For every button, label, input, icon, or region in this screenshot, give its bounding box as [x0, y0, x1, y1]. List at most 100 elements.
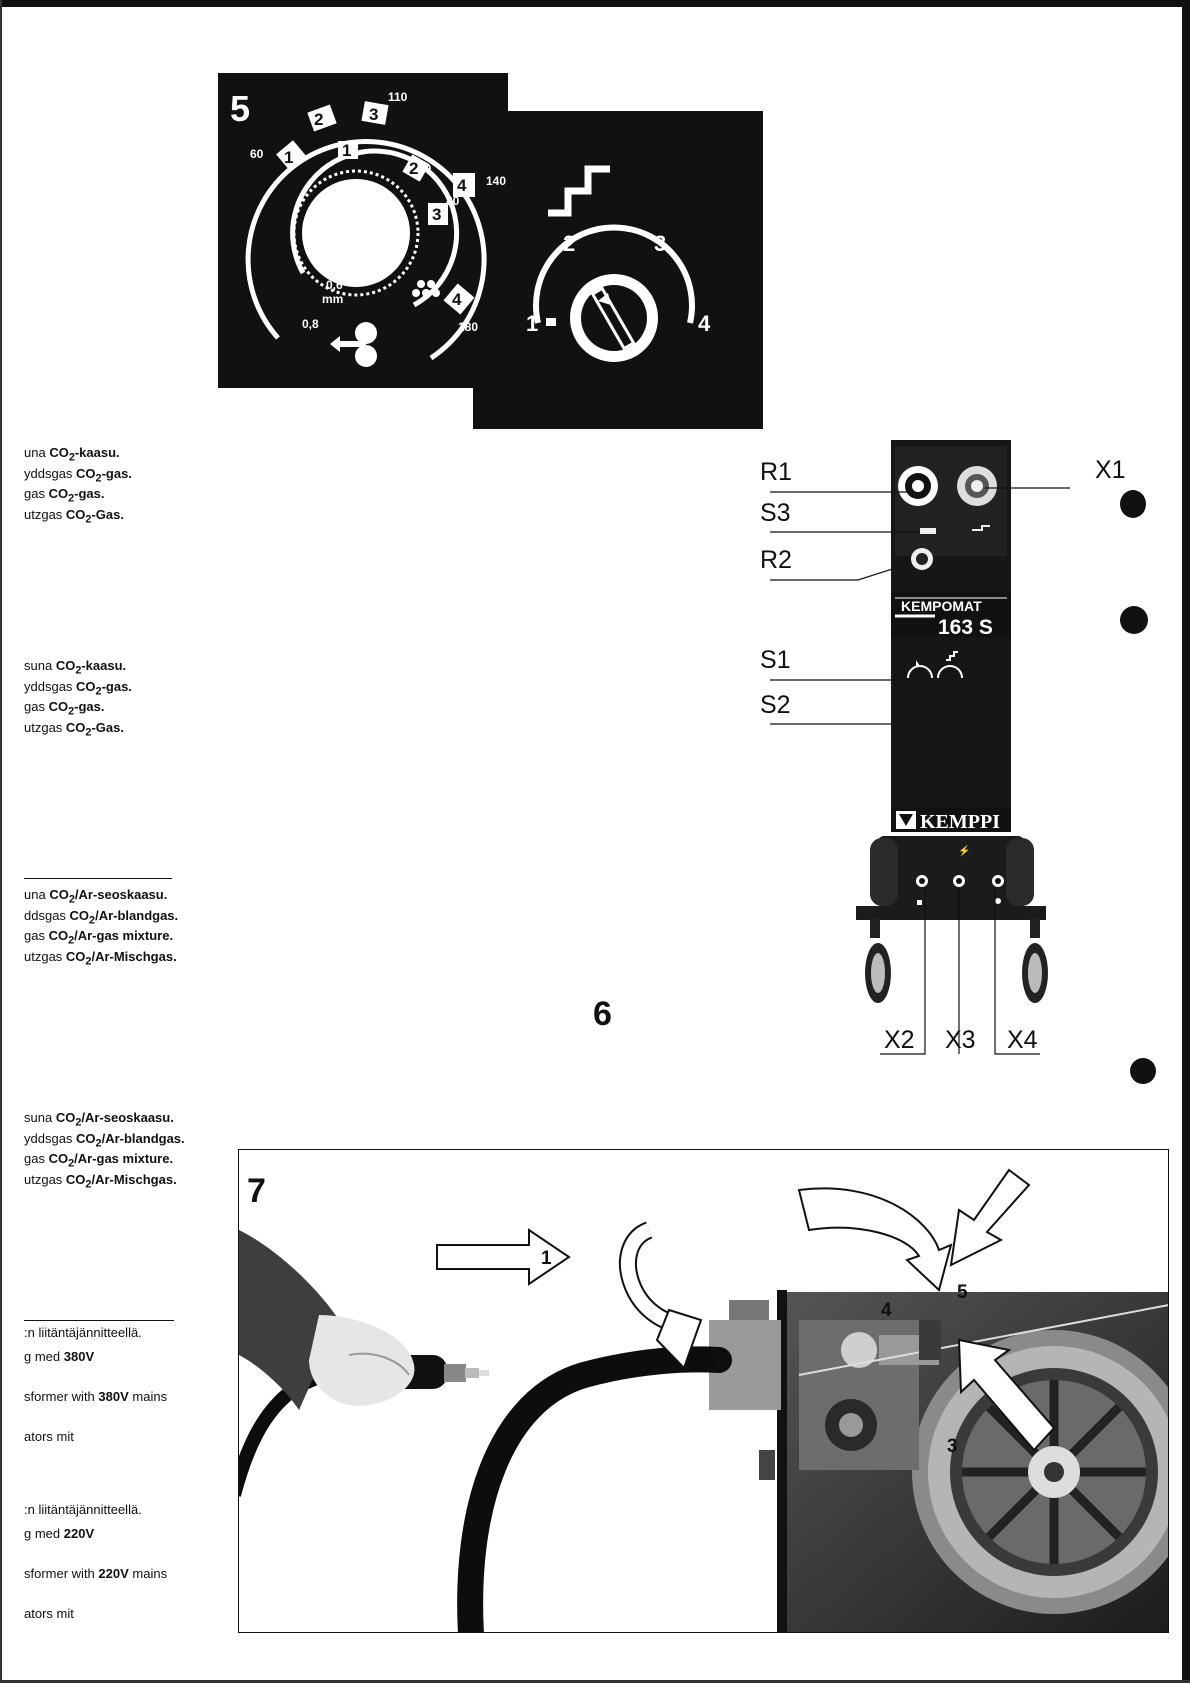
text: CO	[49, 887, 69, 902]
text: 380V	[98, 1389, 129, 1404]
text: ators mit	[24, 1429, 74, 1444]
fig5-inner-1: 1	[342, 141, 351, 160]
text: utzgas	[24, 506, 66, 522]
figure-7-number: 7	[247, 1172, 266, 1210]
fig5-switch-pos-2: 2	[563, 231, 575, 256]
text: 2	[95, 685, 102, 698]
fig5-scale-4b: 4	[452, 290, 462, 309]
text: CO	[48, 1151, 69, 1167]
arrow-4-label: 4	[881, 1300, 892, 1321]
fig5-value-140: 140	[486, 174, 506, 188]
page-border-top	[0, 0, 1190, 7]
arrow-2-label: 2	[714, 1352, 725, 1373]
text: CO	[48, 699, 69, 715]
sidebar-block-co2-1: una CO2-kaasu. yddsgas CO2-gas. gas CO2-…	[24, 445, 132, 527]
text: /Ar-gas mixture.	[74, 1151, 174, 1167]
text: utzgas	[24, 719, 66, 735]
text: 2	[68, 934, 75, 947]
text: -gas.	[74, 699, 105, 715]
text: /Ar-seoskaasu.	[74, 887, 168, 902]
text: CO	[48, 928, 69, 944]
arrow-3-label: 3	[947, 1436, 958, 1457]
text: CO	[76, 678, 96, 694]
text: sformer with	[24, 1566, 99, 1581]
sidebar-block-co2ar-1: una CO2/Ar-seoskaasu. ddsgas CO2/Ar-blan…	[24, 887, 178, 969]
punch-hole-2	[1120, 606, 1148, 634]
label-x4: X4	[1007, 1026, 1038, 1054]
model-number-label: 163 S	[938, 616, 993, 639]
arrow-4-icon	[797, 1187, 953, 1292]
arrow-1-icon	[436, 1228, 571, 1286]
text: una	[24, 445, 50, 460]
text: 2	[68, 705, 75, 718]
text: /Ar-gas mixture.	[74, 928, 174, 944]
page-border-left	[0, 0, 2, 1683]
wire-feed-roller-icon	[330, 322, 377, 367]
sidebar-block-co2ar-2: suna CO2/Ar-seoskaasu. yddsgas CO2/Ar-bl…	[24, 1110, 185, 1192]
text: 2	[68, 1157, 75, 1170]
text: -Gas.	[91, 506, 124, 522]
text: CO	[65, 506, 86, 522]
fig5-switch-pos-3: 3	[654, 231, 666, 256]
fig5-scale-1: 1	[284, 148, 293, 167]
text: /Ar-blandgas.	[95, 907, 179, 923]
text: CO	[49, 445, 69, 460]
label-s2: S2	[760, 691, 791, 719]
text: ddsgas	[24, 907, 70, 923]
text: CO	[76, 1130, 96, 1146]
text: /Ar-seoskaasu.	[81, 1110, 174, 1125]
text: CO	[69, 907, 90, 923]
fig5-value-110: 110	[388, 90, 408, 104]
fig5-scale-2: 2	[314, 110, 323, 129]
text: una	[24, 887, 50, 902]
text: g med	[24, 1349, 64, 1364]
sidebar-divider-2	[24, 1320, 174, 1321]
text: 220V	[98, 1566, 129, 1581]
text: 2	[68, 893, 75, 906]
voltage-step-icon	[548, 165, 610, 217]
text: 2	[85, 1178, 92, 1191]
arrow-2-icon	[655, 1308, 703, 1370]
text: CO	[76, 465, 96, 481]
text: mains	[128, 1566, 168, 1581]
svg-text:⚡: ⚡	[958, 844, 970, 857]
text: 2	[68, 451, 75, 464]
page-border-right	[1182, 0, 1190, 1683]
text: 2	[68, 492, 75, 505]
label-s3: S3	[760, 499, 791, 527]
text: 2	[75, 664, 82, 677]
sidebar-block-co2-2: suna CO2-kaasu. yddsgas CO2-gas. gas CO2…	[24, 658, 132, 740]
text: :n liitäntäjännitteellä.	[24, 1502, 142, 1517]
text: gas	[24, 486, 49, 502]
text: -gas.	[74, 486, 105, 502]
punch-hole-1	[1120, 490, 1146, 518]
welding-machine-illustration: KEMPOMAT 163 S KEMPPI ⚡	[764, 440, 1071, 1055]
text: suna	[24, 1110, 56, 1125]
text: CO	[55, 658, 76, 673]
text: g med	[24, 1526, 64, 1541]
text: 2	[85, 513, 92, 526]
punch-hole-3	[1130, 1058, 1156, 1084]
text: 2	[75, 1116, 82, 1129]
text: -kaasu.	[74, 445, 120, 460]
text: CO	[65, 948, 86, 964]
sidebar-divider-1	[24, 878, 172, 879]
figure-5-illustration: 1 2 3 4 3 2 1 4 60 110 140 70 80 180 0,6…	[218, 73, 763, 429]
arrow-5-icon	[949, 1168, 1031, 1267]
sidebar-block-380v: :n liitäntäjännitteellä. g med 380V sfor…	[24, 1326, 167, 1444]
figure-5: 1 2 3 4 3 2 1 4 60 110 140 70 80 180 0,6…	[218, 73, 763, 429]
text: mains	[128, 1389, 168, 1404]
label-x3: X3	[945, 1026, 976, 1054]
fig5-switch-pos-4: 4	[698, 311, 711, 336]
text: yddsgas	[24, 465, 77, 481]
figure-5-number: 5	[230, 88, 250, 129]
fig5-unit-mm: mm	[322, 292, 343, 306]
text: 220V	[63, 1526, 95, 1541]
text: 380V	[63, 1349, 95, 1364]
label-r1: R1	[760, 458, 792, 486]
fig5-value-08: 0,8	[302, 317, 319, 331]
text: CO	[65, 719, 86, 735]
model-brand-label: KEMPOMAT	[901, 598, 982, 614]
figure-7-illustration: 1 2 3 4 5	[239, 1168, 1168, 1632]
text: 2	[85, 955, 92, 968]
